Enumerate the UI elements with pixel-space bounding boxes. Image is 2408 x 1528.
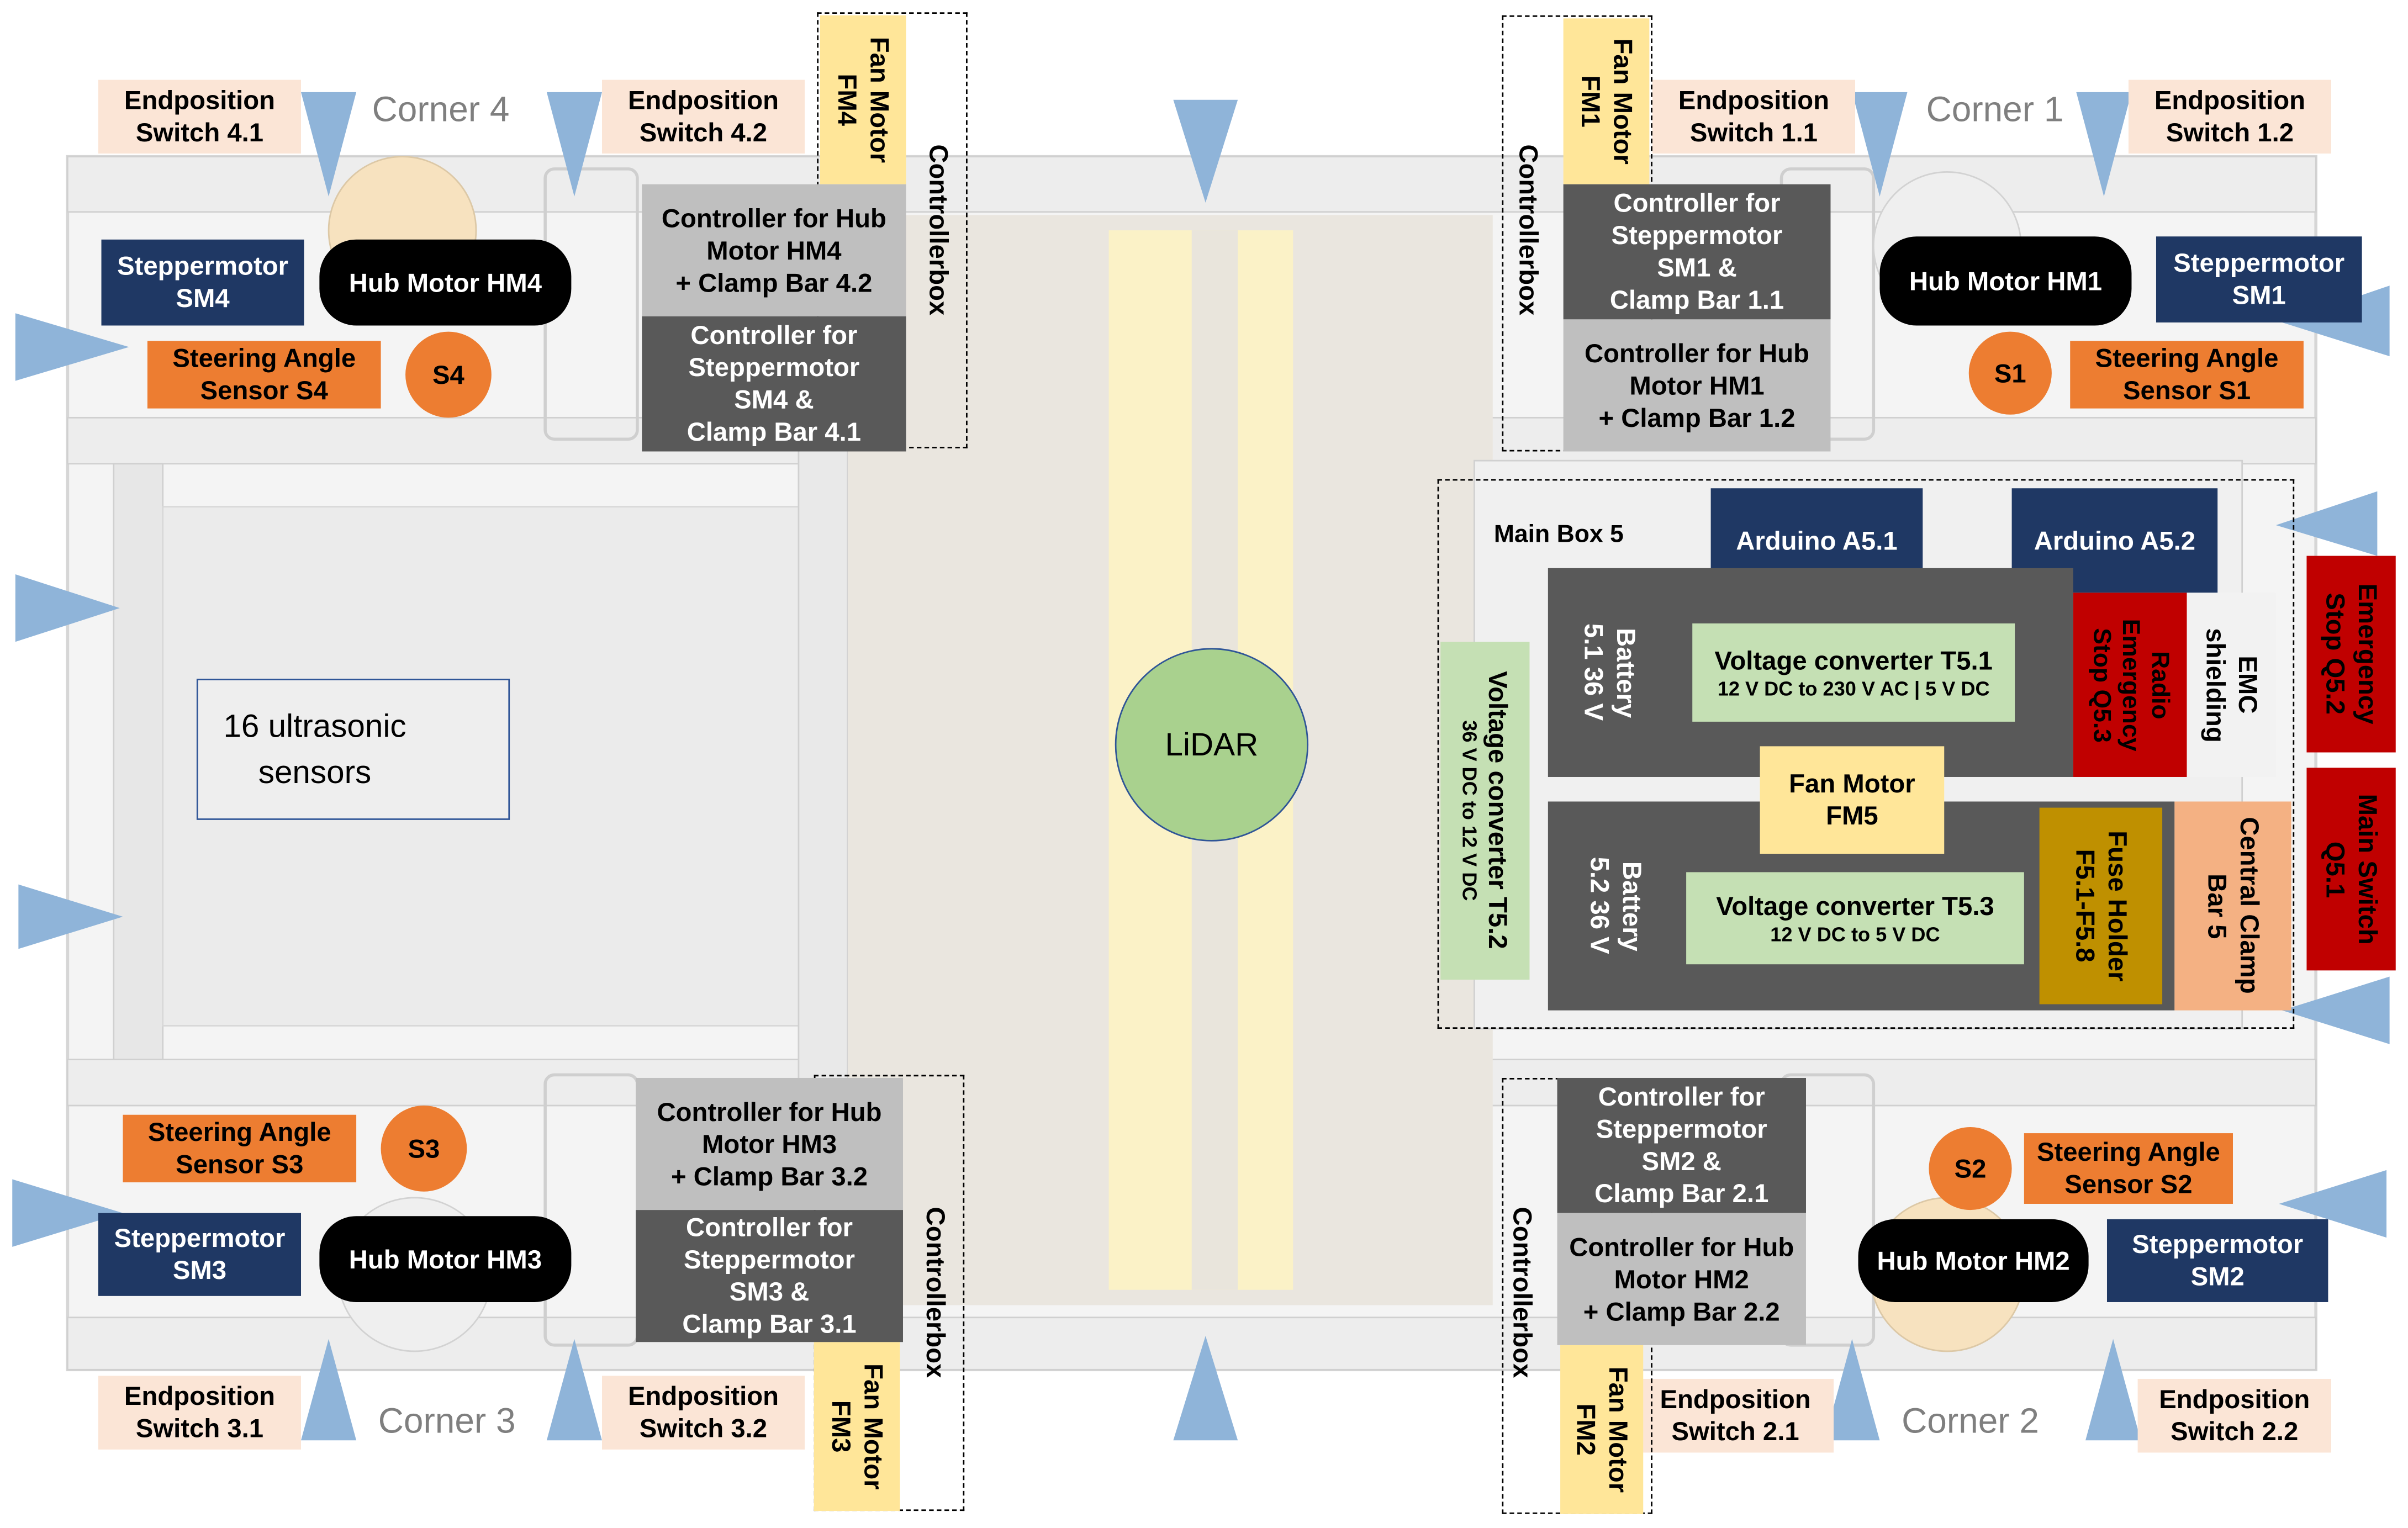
voltage-converter-t5-1: Voltage converter T5.1 12 V DC to 230 V … [1692, 623, 2015, 722]
steering-angle-sensor-s2: Steering Angle Sensor S2 [2024, 1133, 2233, 1204]
steppermotor-sm3: Steppermotor SM3 [98, 1213, 301, 1296]
controllerbox-1-label: Controllerbox [1513, 145, 1543, 316]
controller-hub-hm1: Controller for Hub Motor HM1 + Clamp Bar… [1563, 319, 1831, 452]
ultrasonic-marker [2275, 491, 2378, 556]
sensor-s4-marker: S4 [405, 331, 492, 418]
main-box-5-title: Main Box 5 [1493, 521, 1624, 548]
endposition-switch-1-1: Endposition Switch 1.1 [1652, 80, 1855, 154]
controllerbox-4-label: Controllerbox [923, 145, 953, 316]
ultrasonic-marker [2279, 1170, 2387, 1238]
fan-motor-fm4: Fan Motor FM4 [820, 15, 906, 184]
voltage-converter-t5-1-title: Voltage converter T5.1 [1714, 646, 1993, 675]
steppermotor-sm4: Steppermotor SM4 [101, 239, 304, 326]
voltage-converter-t5-2-spec: 36 V DC to 12 V DC [1458, 720, 1481, 901]
ultrasonic-marker [546, 1339, 602, 1441]
fan-motor-fm5: Fan Motor FM5 [1760, 746, 1945, 854]
hub-motor-hm1: Hub Motor HM1 [1879, 236, 2132, 326]
ultrasonic-marker [2085, 1339, 2141, 1441]
steering-angle-sensor-s3: Steering Angle Sensor S3 [123, 1114, 357, 1183]
controllerbox-2-label: Controllerbox [1507, 1207, 1536, 1379]
voltage-converter-t5-1-spec: 12 V DC to 230 V AC | 5 V DC [1717, 676, 1990, 700]
fan-motor-fm1: Fan Motor FM1 [1563, 18, 1650, 184]
main-switch-q5-1: Main Switch Q5.1 [2306, 768, 2396, 971]
endposition-switch-1-2: Endposition Switch 1.2 [2128, 80, 2331, 154]
radio-emergency-stop-q5-3: Radio Emergency Stop Q5.3 [2073, 593, 2187, 777]
arduino-a5-2: Arduino A5.2 [2011, 488, 2218, 593]
corner-3-label: Corner 3 [378, 1399, 516, 1440]
steppermotor-sm2: Steppermotor SM2 [2106, 1219, 2328, 1302]
ultrasonic-marker [1852, 92, 1908, 197]
emergency-stop-q5-2: Emergency Stop Q5.2 [2306, 556, 2396, 753]
controller-hub-hm2: Controller for Hub Motor HM2 + Clamp Bar… [1557, 1213, 1806, 1345]
controller-stepper-sm2: Controller for Steppermotor SM2 & Clamp … [1557, 1077, 1806, 1213]
sensor-s3-marker: S3 [381, 1106, 467, 1192]
ultrasonic-marker [1173, 1336, 1238, 1441]
voltage-converter-t5-2: Voltage converter T5.2 36 V DC to 12 V D… [1440, 642, 1530, 980]
corner-4-label: Corner 4 [372, 88, 510, 129]
voltage-converter-t5-3-title: Voltage converter T5.3 [1716, 891, 1994, 921]
ultrasonic-marker [2282, 976, 2390, 1044]
main-box-5-outline [1437, 479, 2295, 1029]
steppermotor-sm1: Steppermotor SM1 [2156, 236, 2362, 322]
controller-stepper-sm3: Controller for Steppermotor SM3 & Clamp … [636, 1210, 903, 1342]
fuse-holder-f5: Fuse Holder F5.1-F5.8 [2039, 807, 2163, 1004]
battery-5-2-label: Battery 5.2 36 V [1585, 857, 1646, 955]
hub-motor-hm2: Hub Motor HM2 [1858, 1219, 2089, 1302]
ultrasonic-marker [300, 1339, 357, 1441]
endposition-switch-2-2: Endposition Switch 2.2 [2137, 1378, 2331, 1453]
battery-5-1-label: Battery 5.1 36 V [1578, 623, 1640, 721]
fan-motor-fm3: Fan Motor FM3 [814, 1342, 900, 1511]
voltage-converter-t5-3-spec: 12 V DC to 5 V DC [1770, 922, 1940, 945]
endposition-switch-3-1: Endposition Switch 3.1 [98, 1376, 301, 1450]
endposition-switch-2-1: Endposition Switch 2.1 [1637, 1378, 1834, 1453]
controller-stepper-sm1: Controller for Steppermotor SM1 & Clamp … [1563, 184, 1831, 320]
fan-motor-fm2: Fan Motor FM2 [1560, 1345, 1644, 1514]
ultrasonic-marker [1173, 99, 1238, 203]
ultrasonic-marker [2076, 92, 2132, 197]
endposition-switch-3-2: Endposition Switch 3.2 [601, 1376, 805, 1450]
voltage-converter-t5-3: Voltage converter T5.3 12 V DC to 5 V DC [1686, 872, 2024, 965]
voltage-converter-t5-2-title: Voltage converter T5.2 [1482, 672, 1512, 950]
corner-2-label: Corner 2 [1902, 1399, 2039, 1440]
ultrasonic-legend-text: 16 ultrasonic sensors [223, 709, 406, 791]
controller-stepper-sm4: Controller for Steppermotor SM4 & Clamp … [642, 316, 906, 452]
ultrasonic-marker [1824, 1339, 1880, 1441]
steering-angle-sensor-s1: Steering Angle Sensor S1 [2070, 341, 2304, 409]
ultrasonic-marker [15, 313, 129, 381]
ultrasonic-legend [196, 679, 510, 820]
emc-shielding: EMC shielding [2187, 593, 2276, 777]
controller-hub-hm4: Controller for Hub Motor HM4 + Clamp Bar… [642, 184, 906, 316]
ultrasonic-marker [18, 884, 123, 949]
endposition-switch-4-1: Endposition Switch 4.1 [98, 80, 301, 154]
hub-motor-hm4: Hub Motor HM4 [319, 239, 572, 326]
steering-angle-sensor-s4: Steering Angle Sensor S4 [147, 341, 381, 409]
controllerbox-3-label: Controllerbox [920, 1207, 950, 1379]
corner-1-label: Corner 1 [1926, 88, 2064, 129]
ultrasonic-marker [300, 92, 357, 197]
controller-hub-hm3: Controller for Hub Motor HM3 + Clamp Bar… [636, 1077, 903, 1210]
sensor-s2-marker: S2 [1929, 1127, 2012, 1210]
endposition-switch-4-2: Endposition Switch 4.2 [601, 80, 805, 154]
central-clamp-bar-5: Central Clamp Bar 5 [2174, 801, 2291, 1011]
lidar-sensor: LiDAR [1115, 648, 1309, 842]
ultrasonic-marker [546, 92, 602, 197]
hub-motor-hm3: Hub Motor HM3 [319, 1216, 572, 1302]
sensor-s1-marker: S1 [1968, 331, 2052, 415]
ultrasonic-marker [15, 574, 120, 642]
ultrasonic-marker [12, 1179, 123, 1247]
